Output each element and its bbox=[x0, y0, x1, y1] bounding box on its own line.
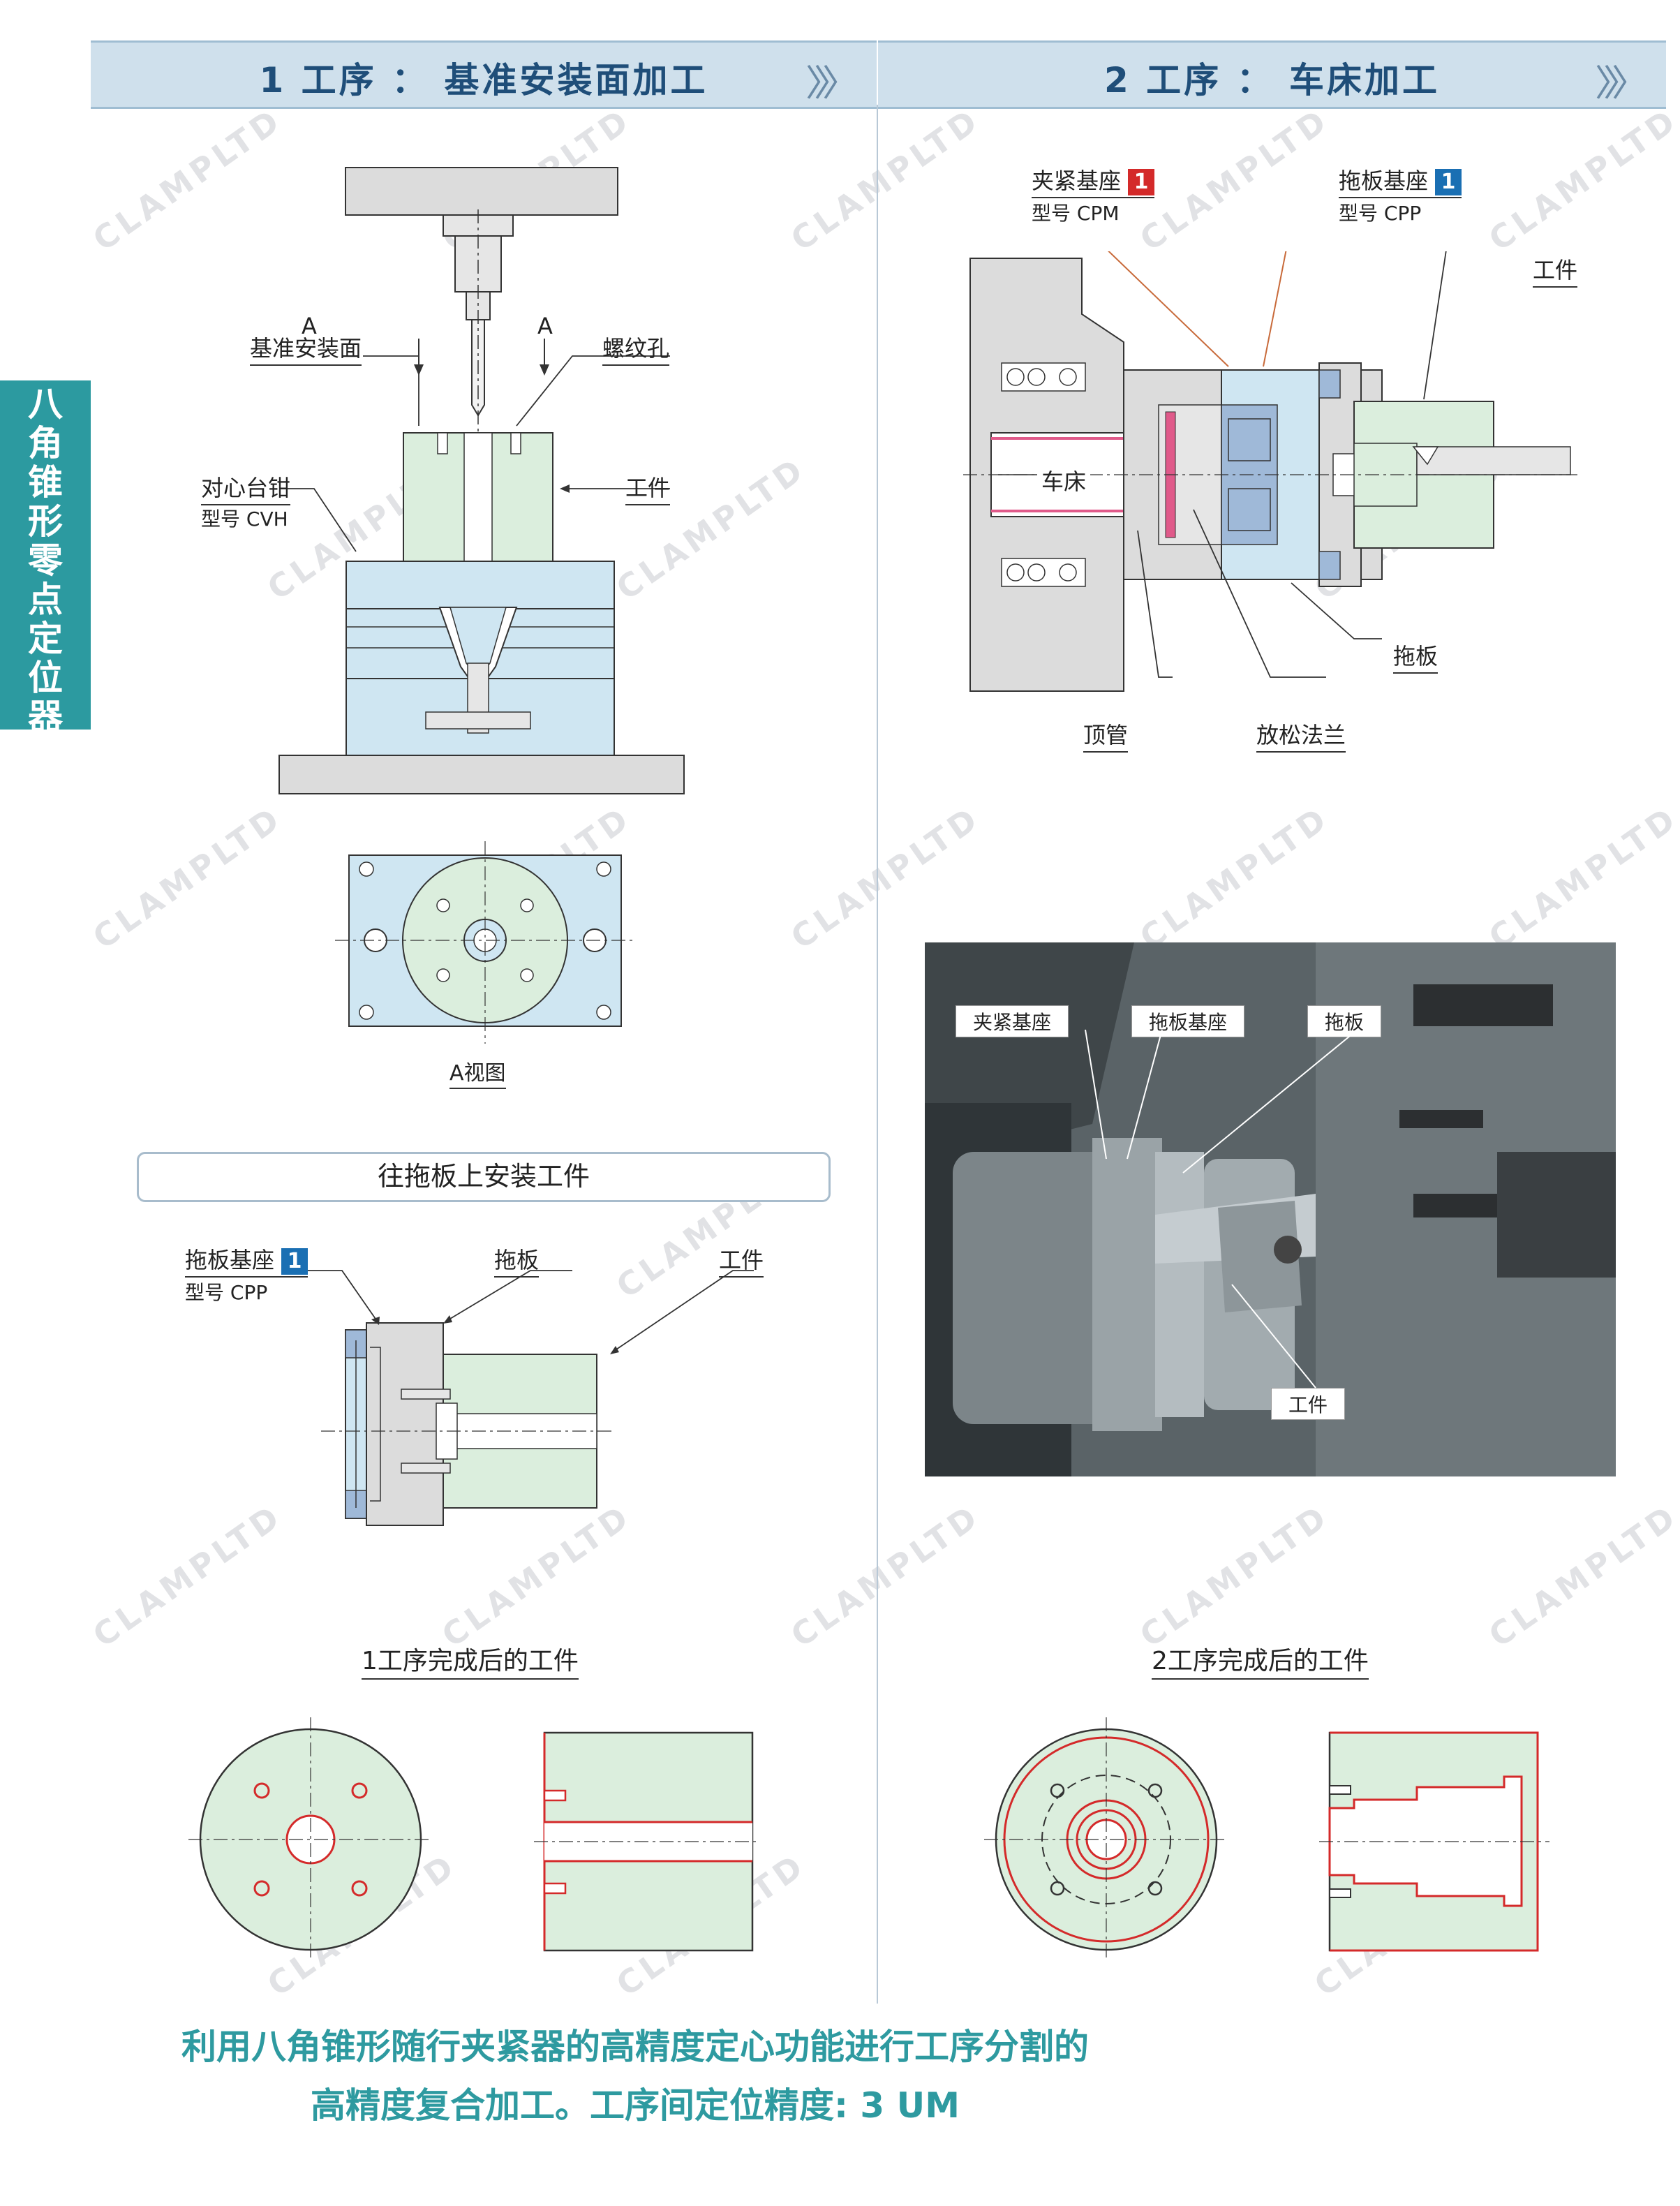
lathe-photo-illustration bbox=[925, 942, 1616, 1476]
photo-tag-workpiece: 工件 bbox=[1271, 1388, 1346, 1420]
process1-result-side-view bbox=[534, 1731, 757, 1952]
clamp-base-text: 夹紧基座 bbox=[1032, 168, 1122, 194]
footer-line2: 高精度复合加工。工序间定位精度: 3 UM bbox=[311, 2085, 960, 2126]
photo-leader-lines bbox=[1085, 1029, 1358, 1389]
sidebar-tab: 八角锥形零点定位器 bbox=[0, 380, 91, 736]
workpiece-label: 工件 bbox=[625, 471, 671, 505]
watermark: CLAMPLTD bbox=[1482, 100, 1680, 259]
sidebar-title: 八角锥形零点定位器 bbox=[28, 384, 63, 737]
pallet-base-text: 拖板基座 bbox=[185, 1247, 275, 1273]
column-divider bbox=[877, 105, 878, 2004]
watermark: CLAMPLTD bbox=[86, 1496, 290, 1655]
view-a-label: A视图 bbox=[449, 1056, 506, 1089]
pallet-label: 拖板 bbox=[494, 1243, 540, 1278]
workpiece-label: 工件 bbox=[1533, 253, 1578, 288]
process2-result-front-view bbox=[984, 1717, 1228, 1962]
watermark: CLAMPLTD bbox=[1133, 798, 1337, 957]
thread-hole-label: 螺纹孔 bbox=[602, 331, 670, 366]
mount-caption: 往拖板上安装工件 bbox=[137, 1152, 831, 1202]
watermark: CLAMPLTD bbox=[1133, 100, 1337, 259]
vise-model-label: 型号 CVH bbox=[201, 508, 288, 531]
lathe-label: 车床 bbox=[1037, 464, 1091, 496]
watermark: CLAMPLTD bbox=[784, 1496, 988, 1655]
pallet-base-text: 拖板基座 bbox=[1339, 168, 1429, 194]
workpiece-label: 工件 bbox=[719, 1243, 764, 1278]
arrow-a-label: A bbox=[537, 313, 553, 339]
lathe-photo: 夹紧基座 拖板基座 拖板 工件 bbox=[925, 942, 1616, 1476]
photo-tag-clamp-base: 夹紧基座 bbox=[956, 1005, 1069, 1037]
pallet-mount-leaders bbox=[307, 1270, 754, 1354]
pallet-mount-drawing bbox=[321, 1322, 614, 1526]
chevron-right-icon: 〉〉〉 bbox=[805, 63, 858, 105]
pallet-label: 拖板 bbox=[1393, 639, 1439, 674]
arrow-a-label: A bbox=[302, 313, 317, 339]
view-a-drawing bbox=[335, 841, 635, 1044]
process2-result-side-view bbox=[1319, 1731, 1549, 1952]
process2-result-caption: 2工序完成后的工件 bbox=[1152, 1641, 1369, 1680]
process1-title: 1 工序 ： 基准安装面加工 bbox=[259, 60, 708, 101]
pallet-base-model: 型号 CPP bbox=[185, 1281, 268, 1304]
watermark: CLAMPLTD bbox=[1482, 798, 1680, 957]
process2-header: 2 工序 ： 车床加工 〉〉〉 bbox=[878, 40, 1666, 109]
datum-surface-label: 基准安装面 bbox=[250, 331, 362, 366]
process2-title: 2 工序 ： 车床加工 bbox=[1103, 60, 1440, 101]
watermark: CLAMPLTD bbox=[86, 798, 290, 957]
process1-result-caption: 1工序完成后的工件 bbox=[362, 1641, 579, 1680]
vise-machining-drawing bbox=[278, 167, 685, 794]
clamp-base-model: 型号 CPM bbox=[1032, 202, 1120, 225]
clamp-base-badge: 1 bbox=[1128, 169, 1155, 195]
watermark: CLAMPLTD bbox=[1482, 1496, 1680, 1655]
chevron-right-icon: 〉〉〉 bbox=[1594, 63, 1648, 105]
process1-result-front-view bbox=[188, 1717, 433, 1962]
vise-label: 对心台钳 bbox=[201, 471, 291, 505]
pallet-base-badge: 1 bbox=[281, 1248, 309, 1275]
pallet-base-model: 型号 CPP bbox=[1339, 202, 1422, 225]
process1-header: 1 工序 ： 基准安装面加工 〉〉〉 bbox=[91, 40, 877, 109]
footer-line1: 利用八角锥形随行夹紧器的高精度定心功能进行工序分割的 bbox=[181, 2027, 1089, 2067]
watermark: CLAMPLTD bbox=[784, 798, 988, 957]
pallet-base-badge: 1 bbox=[1435, 169, 1462, 195]
release-flange-label: 放松法兰 bbox=[1256, 718, 1346, 753]
watermark: CLAMPLTD bbox=[1133, 1496, 1337, 1655]
ejector-tube-label: 顶管 bbox=[1083, 718, 1129, 753]
